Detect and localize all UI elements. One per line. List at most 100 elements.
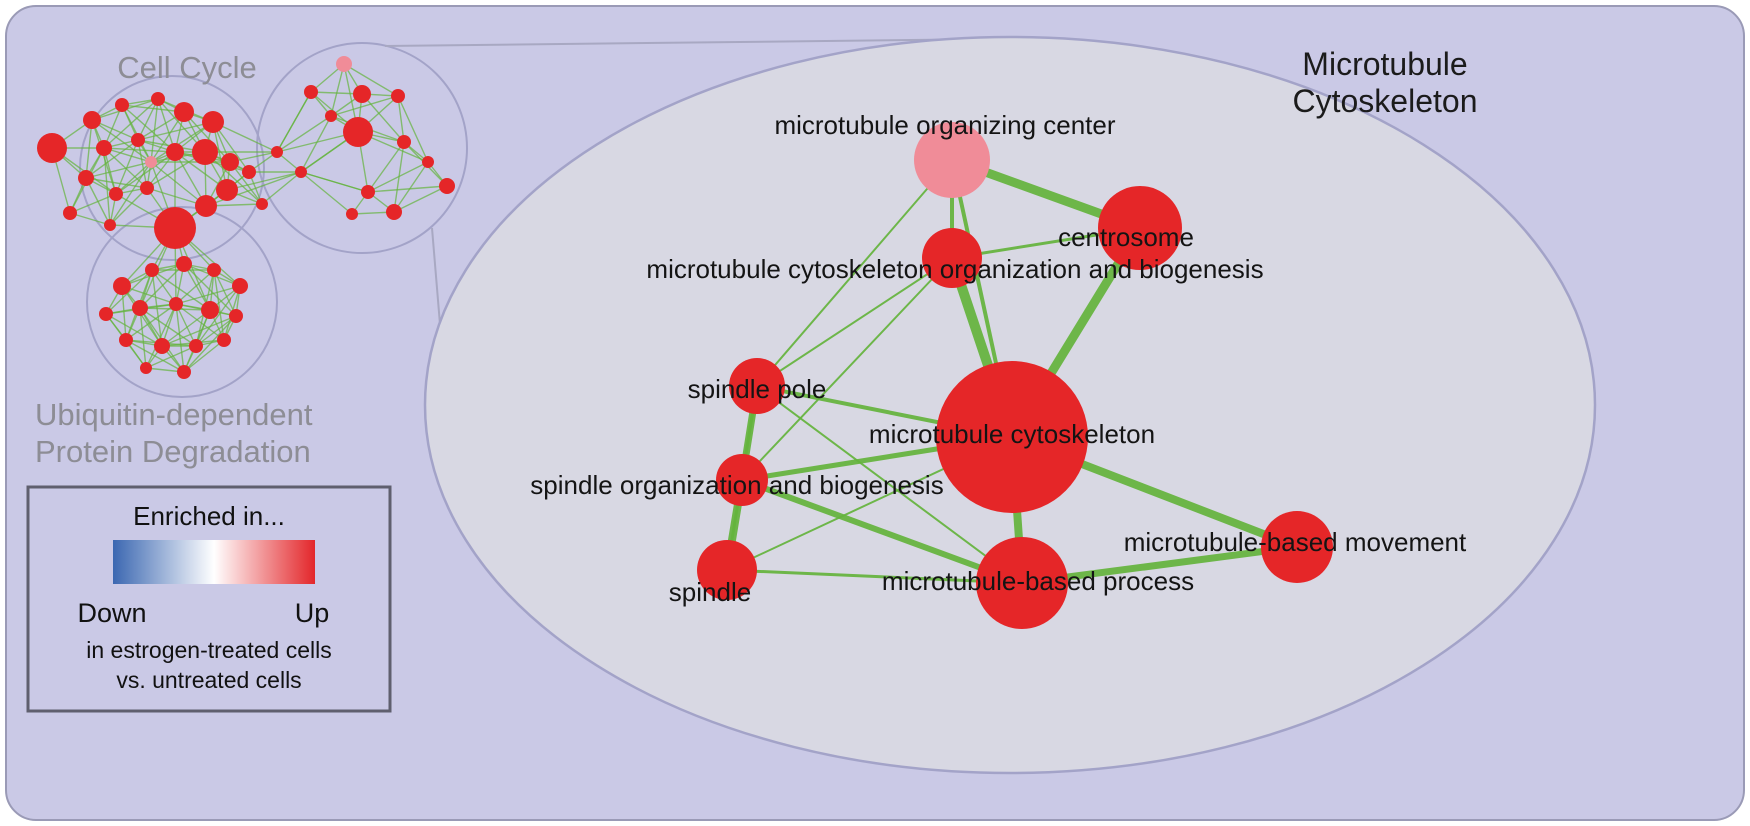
thumb-edge — [393, 161, 429, 213]
thumb-node — [391, 89, 405, 103]
thumb-node — [78, 170, 94, 186]
thumb-node — [115, 98, 129, 112]
legend-up-label: Up — [295, 598, 330, 628]
thumb-edge — [330, 63, 345, 117]
node-centrosome — [1098, 186, 1182, 270]
thumb-edge — [367, 185, 448, 193]
thumb-edge — [183, 315, 237, 373]
thumb-edge — [145, 303, 177, 369]
thumbnail-network — [37, 42, 468, 398]
thumb-edge — [195, 285, 241, 347]
thumb-edge — [69, 193, 117, 214]
thumb-edge — [213, 269, 225, 341]
node-label-moc: microtubule organizing center — [774, 110, 1115, 140]
thumb-edge — [150, 121, 214, 163]
thumb-edge — [183, 339, 225, 373]
legend-title: Enriched in... — [133, 501, 285, 531]
legend: Enriched in... Down Up in estrogen-treat… — [26, 485, 392, 713]
edge-moc-spindle_pole — [756, 159, 953, 387]
thumb-node — [207, 263, 221, 277]
main-graph-labels: microtubule organizing centercentrosomem… — [530, 110, 1467, 607]
thumb-node — [145, 263, 159, 277]
thumb-node — [386, 204, 402, 220]
thumb-edge — [183, 111, 231, 163]
thumb-node — [422, 156, 434, 168]
thumb-edge — [85, 161, 152, 179]
thumb-edge — [397, 95, 405, 143]
thumb-node — [202, 111, 224, 133]
node-label-spindle: spindle — [669, 577, 751, 607]
node-label-mt_cyto: microtubule cytoskeleton — [869, 419, 1155, 449]
thumbnail-nodes — [37, 56, 455, 379]
thumb-edge — [330, 95, 399, 117]
thumb-edge — [121, 285, 127, 341]
node-label-spindle_bio: spindle organization and biogenesis — [530, 470, 943, 500]
thumb-edge — [276, 115, 332, 153]
thumb-edge — [276, 91, 312, 153]
thumb-edge — [103, 147, 152, 163]
thumb-node — [145, 156, 157, 168]
thumb-edge — [300, 171, 353, 215]
thumb-edge — [195, 315, 237, 347]
thumb-edge — [367, 141, 405, 193]
thumb-node — [256, 198, 268, 210]
thumb-node — [271, 146, 283, 158]
node-moc — [914, 122, 990, 198]
thumb-edge — [393, 185, 448, 213]
thumb-edge — [226, 171, 302, 191]
thumb-edge — [300, 115, 332, 173]
thumb-node — [189, 339, 203, 353]
thumb-edge — [361, 93, 405, 143]
thumb-edge — [212, 121, 228, 191]
thumb-node — [132, 300, 148, 316]
thumb-node — [37, 133, 67, 163]
thumb-node — [192, 139, 218, 165]
node-label-movement: microtubule-based movement — [1124, 527, 1467, 557]
node-label-spindle_pole: spindle pole — [688, 374, 827, 404]
thumb-node — [154, 338, 170, 354]
thumb-edge — [105, 313, 163, 347]
node-movement — [1261, 511, 1333, 583]
thumb-node — [232, 278, 248, 294]
thumb-edge — [85, 139, 139, 179]
thumb-node — [166, 143, 184, 161]
thumb-node — [343, 117, 373, 147]
thumb-edge — [183, 263, 237, 317]
thumb-edge — [109, 161, 152, 226]
thumb-edge — [103, 98, 159, 149]
edge-spindle-process — [725, 568, 1024, 585]
thumb-edge — [161, 315, 237, 347]
thumb-node — [216, 179, 238, 201]
thumb-edge — [161, 309, 211, 347]
node-mt_cyto — [936, 361, 1088, 513]
thumb-edge — [300, 171, 369, 193]
thumb-node — [304, 85, 318, 99]
thumb-edge — [121, 104, 176, 153]
thumb-node — [221, 153, 239, 171]
edge-spindle_pole-process — [756, 385, 1023, 584]
thumb-node — [131, 133, 145, 147]
thumb-node — [109, 187, 123, 201]
thumb-edge — [212, 121, 278, 153]
edge-process-movement — [1018, 543, 1301, 587]
thumb-edge — [125, 303, 177, 341]
thumb-edge — [205, 171, 302, 207]
thumb-node — [177, 365, 191, 379]
node-mco_bio — [922, 228, 982, 288]
callout-line — [384, 38, 1001, 47]
edge-mco_bio-spindle_pole — [756, 257, 953, 387]
thumb-node — [397, 135, 411, 149]
cluster-label-ubiquitin-line1: Ubiquitin-dependent — [35, 397, 313, 432]
thumb-node — [217, 333, 231, 347]
thumb-node — [99, 307, 113, 321]
thumb-node — [346, 208, 358, 220]
thumb-edge — [85, 119, 93, 179]
node-spindle — [697, 540, 757, 600]
thumb-node — [104, 219, 116, 231]
thumb-node — [96, 140, 112, 156]
edge-spindle_bio-process — [739, 477, 1025, 586]
thumb-edge — [150, 161, 207, 207]
thumb-edge — [175, 303, 197, 347]
thumb-node — [140, 181, 154, 195]
